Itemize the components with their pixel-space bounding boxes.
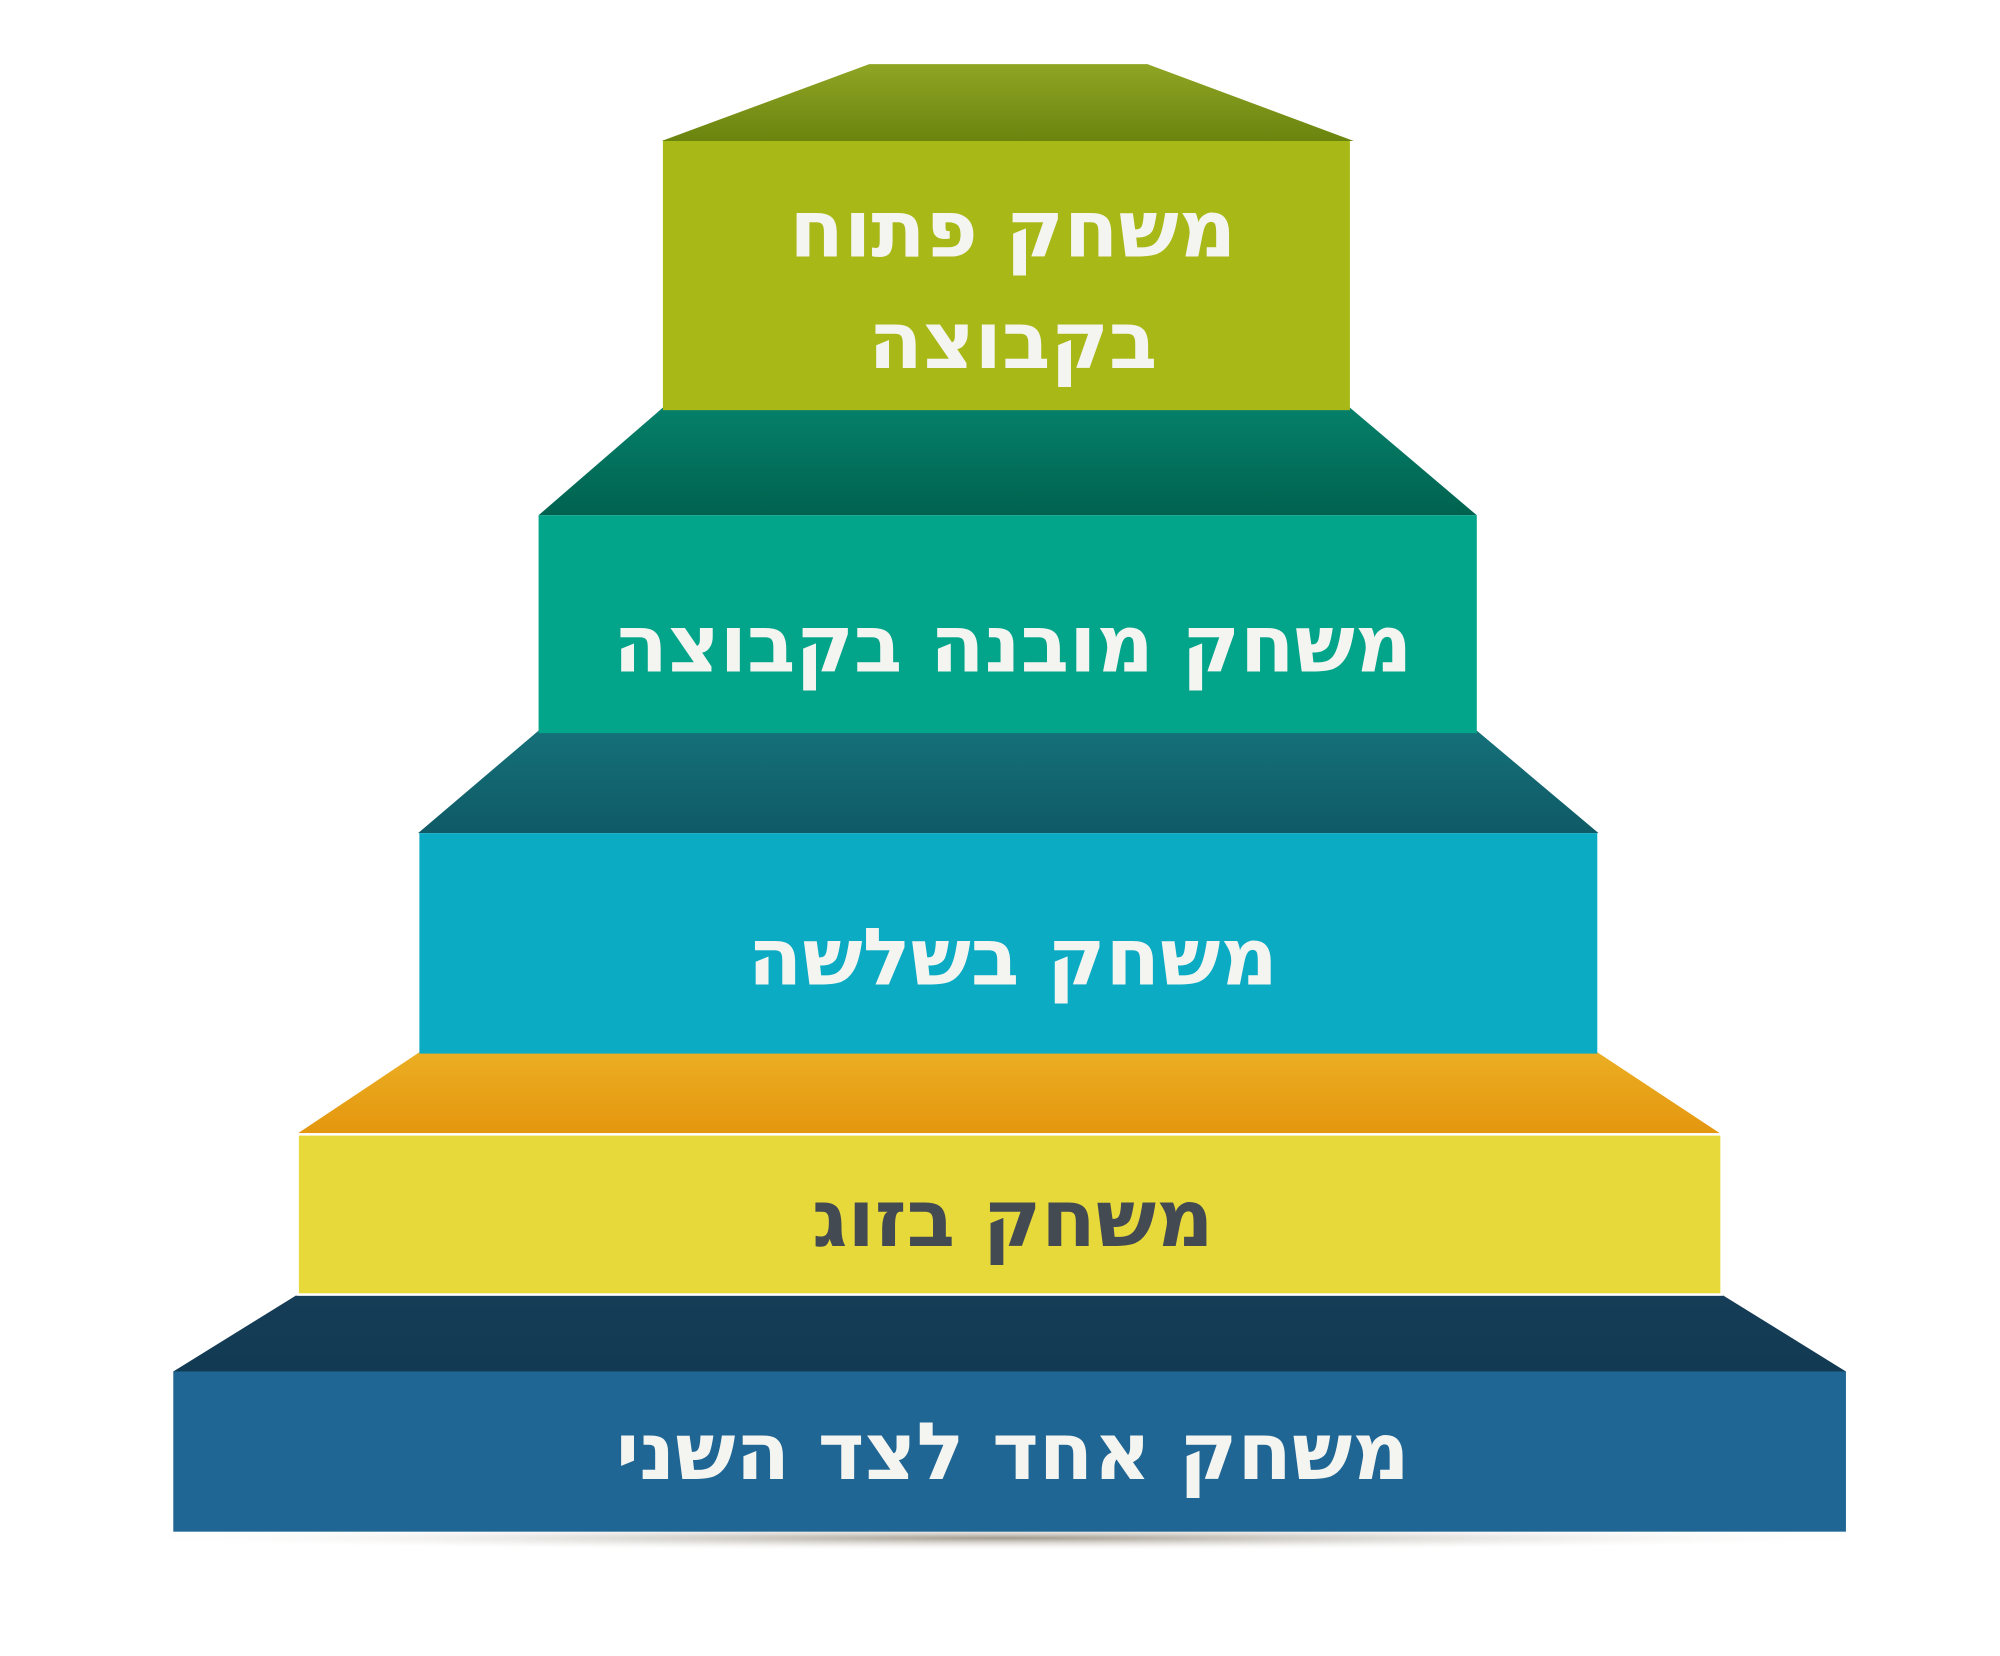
step-3-face bbox=[419, 833, 1598, 1054]
step-2-face bbox=[538, 515, 1477, 734]
step-4-top bbox=[296, 1052, 1722, 1135]
step-3-label: משחק בשלשה bbox=[748, 910, 1278, 1003]
step-5-top bbox=[173, 1294, 1846, 1372]
step-4-face bbox=[296, 1133, 1723, 1296]
step-1-label-line-2: בקבוצה bbox=[868, 294, 1157, 387]
step-5-face bbox=[173, 1371, 1846, 1532]
step-2-label: משחק מובנה בקבוצה bbox=[613, 598, 1412, 691]
step-1-label-line-1: משחק פתוח bbox=[789, 182, 1236, 275]
step-2-top bbox=[538, 407, 1477, 516]
step-1-face bbox=[662, 140, 1350, 411]
step-5-label: משחק אחד לצד השני bbox=[616, 1405, 1410, 1498]
step-3-top bbox=[418, 730, 1599, 834]
step-1-top bbox=[661, 64, 1354, 141]
step-4-label: משחק בזוג bbox=[812, 1172, 1214, 1265]
